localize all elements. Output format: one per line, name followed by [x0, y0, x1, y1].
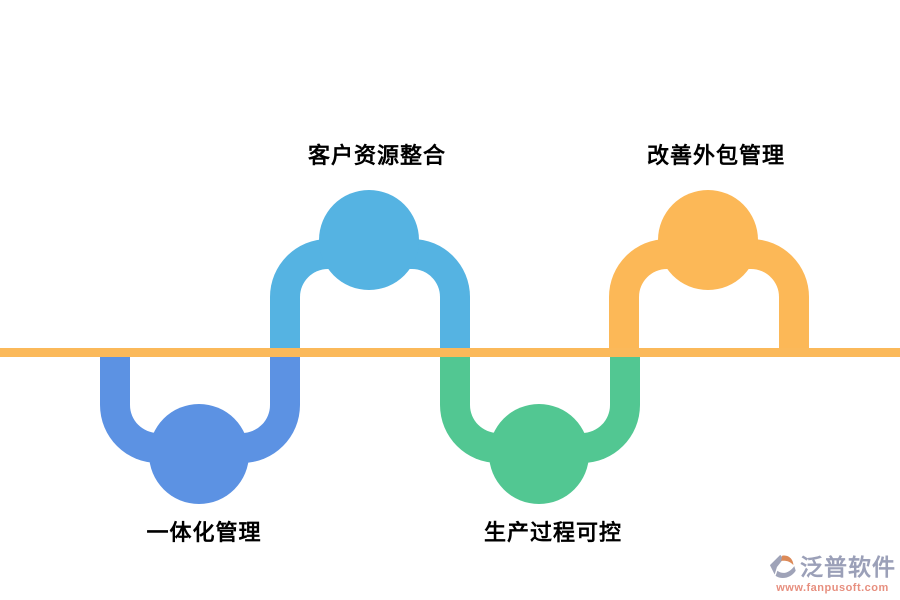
watermark: 泛普软件 www.fanpusoft.com — [769, 552, 896, 594]
node-circle-outsourcing-management — [658, 190, 758, 290]
node-circle-customer-resources — [319, 190, 419, 290]
watermark-brand-row: 泛普软件 — [769, 552, 896, 582]
fanpu-logo-icon — [769, 554, 796, 579]
node-label-production-control: 生产过程可控 — [483, 520, 623, 545]
node-circle-production-control — [489, 404, 589, 504]
node-label-customer-resources: 客户资源整合 — [307, 143, 447, 168]
watermark-url-text: www.fanpusoft.com — [776, 582, 889, 594]
node-circle-integrated-management — [149, 404, 249, 504]
watermark-brand-text: 泛普软件 — [800, 553, 896, 580]
timeline-baseline — [0, 348, 900, 357]
node-label-integrated-management: 一体化管理 — [146, 520, 262, 545]
node-label-outsourcing-management: 改善外包管理 — [646, 143, 786, 168]
